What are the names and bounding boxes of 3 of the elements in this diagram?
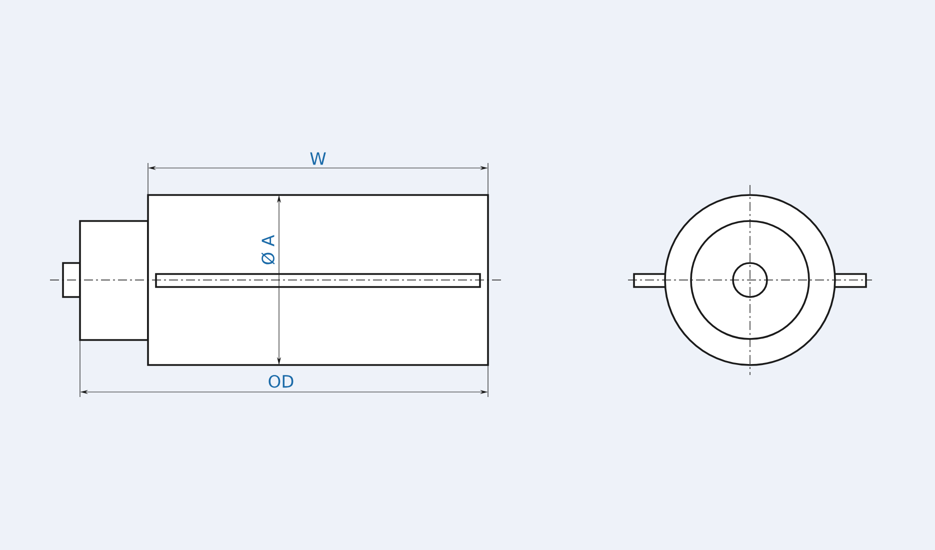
- dimension-label: Ø A: [261, 234, 275, 264]
- dimension-label: W: [310, 152, 326, 165]
- dimension-label: OD: [268, 374, 294, 388]
